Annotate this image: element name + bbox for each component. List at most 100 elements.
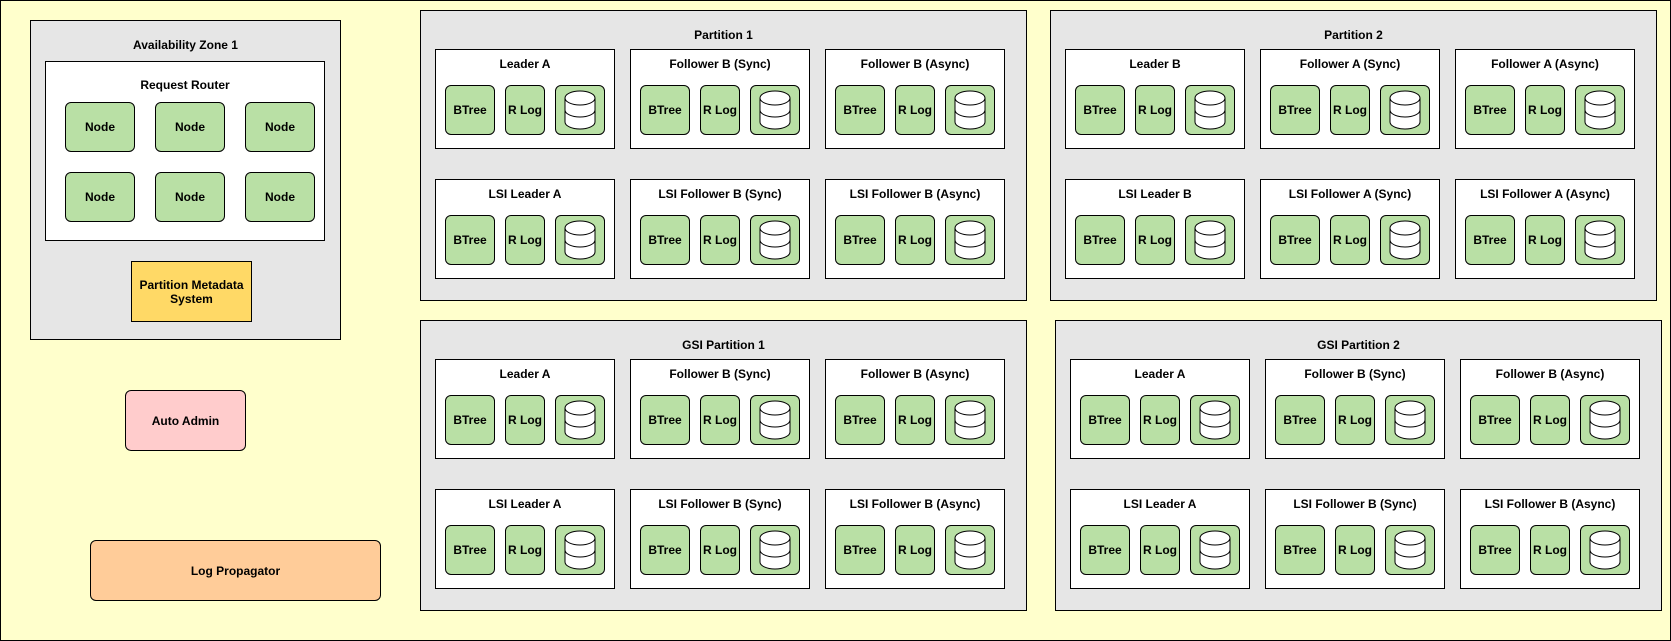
rlog-component: R Log [1140, 395, 1180, 445]
replica-title: Follower B (Sync) [669, 367, 771, 381]
rlog-component: R Log [700, 215, 740, 265]
log-propagator: Log Propagator [90, 540, 381, 601]
database-icon [1394, 400, 1426, 440]
replica-title: LSI Follower B (Async) [849, 187, 981, 201]
btree-component: BTree [445, 395, 495, 445]
btree-component: BTree [640, 85, 690, 135]
replica-title: Follower B (Sync) [669, 57, 771, 71]
btree-component: BTree [1470, 525, 1520, 575]
rlog-component: R Log [1135, 85, 1175, 135]
rlog-component: R Log [895, 395, 935, 445]
storage-component [1575, 215, 1625, 265]
node: Node [245, 172, 315, 222]
database-icon [954, 530, 986, 570]
node: Node [155, 172, 225, 222]
replica-title: LSI Follower B (Async) [1484, 497, 1616, 511]
btree-component: BTree [445, 85, 495, 135]
btree-component: BTree [835, 525, 885, 575]
storage-component [1185, 85, 1235, 135]
node: Node [155, 102, 225, 152]
btree-component: BTree [1080, 525, 1130, 575]
rlog-component: R Log [1135, 215, 1175, 265]
database-icon [759, 220, 791, 260]
btree-component: BTree [835, 395, 885, 445]
replica-title: LSI Leader A [488, 187, 562, 201]
node: Node [65, 172, 135, 222]
btree-component: BTree [1270, 215, 1320, 265]
btree-component: BTree [1470, 395, 1520, 445]
replica-title: LSI Follower A (Sync) [1288, 187, 1412, 201]
replica-title: LSI Follower B (Sync) [1293, 497, 1417, 511]
partition-metadata-system: Partition Metadata System [131, 261, 252, 322]
rlog-component: R Log [1335, 395, 1375, 445]
storage-component [555, 395, 605, 445]
rlog-component: R Log [1140, 525, 1180, 575]
database-icon [1589, 530, 1621, 570]
btree-component: BTree [1275, 395, 1325, 445]
storage-component [750, 215, 800, 265]
btree-component: BTree [640, 395, 690, 445]
partition-title: GSI Partition 2 [1317, 338, 1400, 352]
rlog-component: R Log [505, 395, 545, 445]
availability-zone: Availability Zone 1 Request Router Node … [30, 20, 341, 340]
replica-title: Follower A (Sync) [1299, 57, 1401, 71]
storage-component [1385, 525, 1435, 575]
btree-component: BTree [835, 85, 885, 135]
btree-component: BTree [1465, 85, 1515, 135]
storage-component [945, 215, 995, 265]
request-router-title: Request Router [140, 78, 230, 92]
storage-component [1385, 395, 1435, 445]
storage-component [945, 395, 995, 445]
storage-component [1380, 215, 1430, 265]
database-icon [564, 220, 596, 260]
database-icon [1194, 90, 1226, 130]
storage-component [555, 215, 605, 265]
btree-component: BTree [1075, 85, 1125, 135]
availability-zone-title: Availability Zone 1 [133, 38, 238, 52]
btree-component: BTree [1080, 395, 1130, 445]
storage-component [1190, 525, 1240, 575]
rlog-component: R Log [1330, 85, 1370, 135]
btree-component: BTree [1075, 215, 1125, 265]
rlog-component: R Log [505, 525, 545, 575]
storage-component [750, 395, 800, 445]
storage-component [1185, 215, 1235, 265]
database-icon [1389, 220, 1421, 260]
replica-title: Follower A (Async) [1491, 57, 1599, 71]
rlog-component: R Log [1330, 215, 1370, 265]
database-icon [954, 90, 986, 130]
btree-component: BTree [445, 525, 495, 575]
rlog-component: R Log [895, 85, 935, 135]
partition-title: Partition 2 [1324, 28, 1383, 42]
replica-title: LSI Follower B (Async) [849, 497, 981, 511]
replica-title: Follower B (Async) [1495, 367, 1605, 381]
database-icon [1394, 530, 1426, 570]
btree-component: BTree [1275, 525, 1325, 575]
replica-title: Leader A [1134, 367, 1186, 381]
rlog-component: R Log [700, 85, 740, 135]
database-icon [954, 400, 986, 440]
database-icon [954, 220, 986, 260]
replica-title: Leader A [499, 57, 551, 71]
replica-title: LSI Leader B [1118, 187, 1192, 201]
btree-component: BTree [640, 215, 690, 265]
partition-title: GSI Partition 1 [682, 338, 765, 352]
rlog-component: R Log [700, 395, 740, 445]
